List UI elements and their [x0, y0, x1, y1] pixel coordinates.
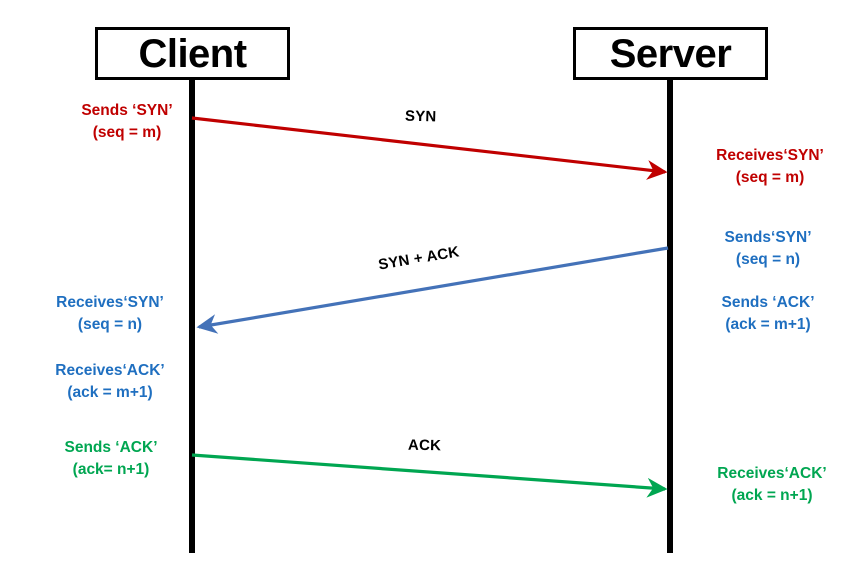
annotation-client-sends-syn: Sends ‘SYN’ (seq = m): [62, 100, 192, 144]
annotation-server-receives-syn: Receives‘SYN’ (seq = m): [690, 145, 850, 189]
annotation-client-receives-syn: Receives‘SYN’ (seq = n): [28, 292, 192, 336]
annotation-client-receives-ack: Receives‘ACK’ (ack = m+1): [28, 360, 192, 404]
annotation-client-sends-ack: Sends ‘ACK’ (ack= n+1): [30, 437, 192, 481]
annotation-line-1: Receives‘ACK’: [55, 362, 165, 379]
annotation-line-1: Receives‘SYN’: [56, 294, 164, 311]
annotation-line-2: (seq = n): [735, 251, 801, 268]
annotation-server-sends-ack: Sends ‘ACK’ (ack = m+1): [688, 292, 848, 336]
arrow-syn-ack: [196, 246, 669, 334]
annotation-line-1: Receives‘ACK’: [717, 465, 827, 482]
annotation-line-1: Sends ‘SYN’: [81, 102, 173, 119]
client-endpoint-box: Client: [95, 27, 290, 80]
client-lifeline: [189, 78, 195, 553]
annotation-line-2: (ack = m+1): [67, 384, 153, 401]
server-endpoint-label: Server: [609, 31, 732, 76]
annotation-line-2: (ack = n+1): [731, 487, 813, 504]
annotation-line-1: Sends ‘ACK’: [64, 439, 158, 456]
annotation-line-1: Sends ‘ACK’: [721, 294, 815, 311]
annotation-line-2: (seq = m): [92, 124, 162, 141]
server-lifeline: [667, 78, 673, 553]
annotation-line-2: (seq = m): [735, 169, 805, 186]
arrow-ack: [191, 453, 668, 498]
arrow-syn: [191, 116, 668, 180]
client-endpoint-label: Client: [138, 31, 247, 76]
annotation-line-2: (ack= n+1): [72, 461, 150, 478]
annotation-line-1: Receives‘SYN’: [716, 147, 824, 164]
annotation-line-2: (ack = m+1): [725, 316, 811, 333]
message-label-ack: ACK: [407, 436, 442, 455]
message-label-syn: SYN: [404, 107, 437, 126]
annotation-line-1: Sends‘SYN’: [724, 229, 812, 246]
annotation-server-receives-ack: Receives‘ACK’ (ack = n+1): [690, 463, 854, 507]
annotation-server-sends-syn: Sends‘SYN’ (seq = n): [692, 227, 844, 271]
annotation-line-2: (seq = n): [77, 316, 143, 333]
